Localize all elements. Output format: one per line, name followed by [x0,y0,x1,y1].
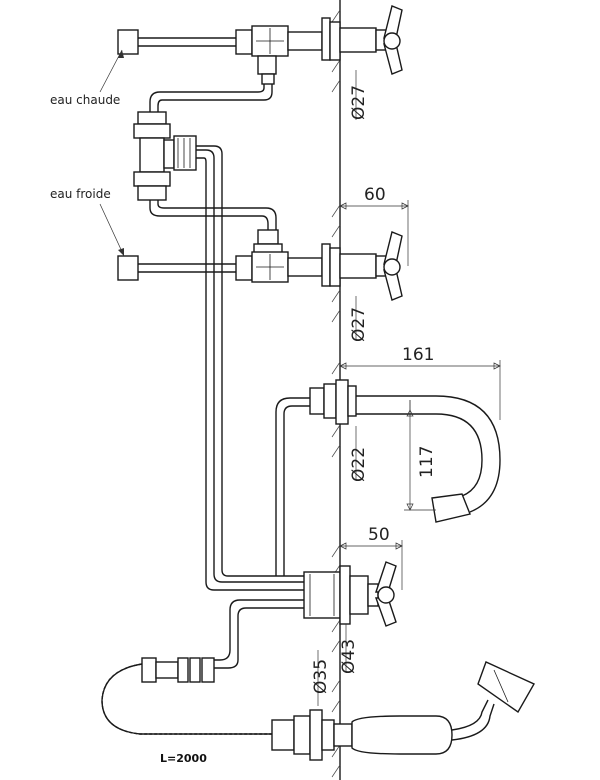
cold-projection-dim: 60 [364,185,386,205]
handshower-diameter-dim: Ø35 [311,659,331,694]
cold-water-valve [117,229,403,301]
cold-water-label: eau froide [50,187,111,201]
mixing-tee [133,111,197,201]
cold-diameter-dim: Ø27 [349,307,369,342]
hand-shower [271,661,535,761]
mixed-water-pipe [196,145,304,591]
hot-water-label: eau chaude [50,93,120,107]
spout [275,379,501,576]
cold-supply-pipe [149,200,277,230]
hot-supply-pipe [149,84,273,112]
hot-diameter-dim: Ø27 [349,85,369,120]
spout-diameter-dim: Ø22 [349,447,369,482]
hose [101,657,280,735]
spout-reach-dim: 161 [402,345,434,365]
dimension-lines [317,70,501,706]
label-leaders [99,49,125,257]
diverter-valve [214,561,397,669]
spout-height-dim: 117 [417,446,437,478]
diverter-projection-dim: 50 [368,525,390,545]
hose-length-label: L=2000 [160,752,207,765]
diverter-diameter-dim: Ø43 [339,639,359,674]
hot-water-valve [117,5,403,85]
